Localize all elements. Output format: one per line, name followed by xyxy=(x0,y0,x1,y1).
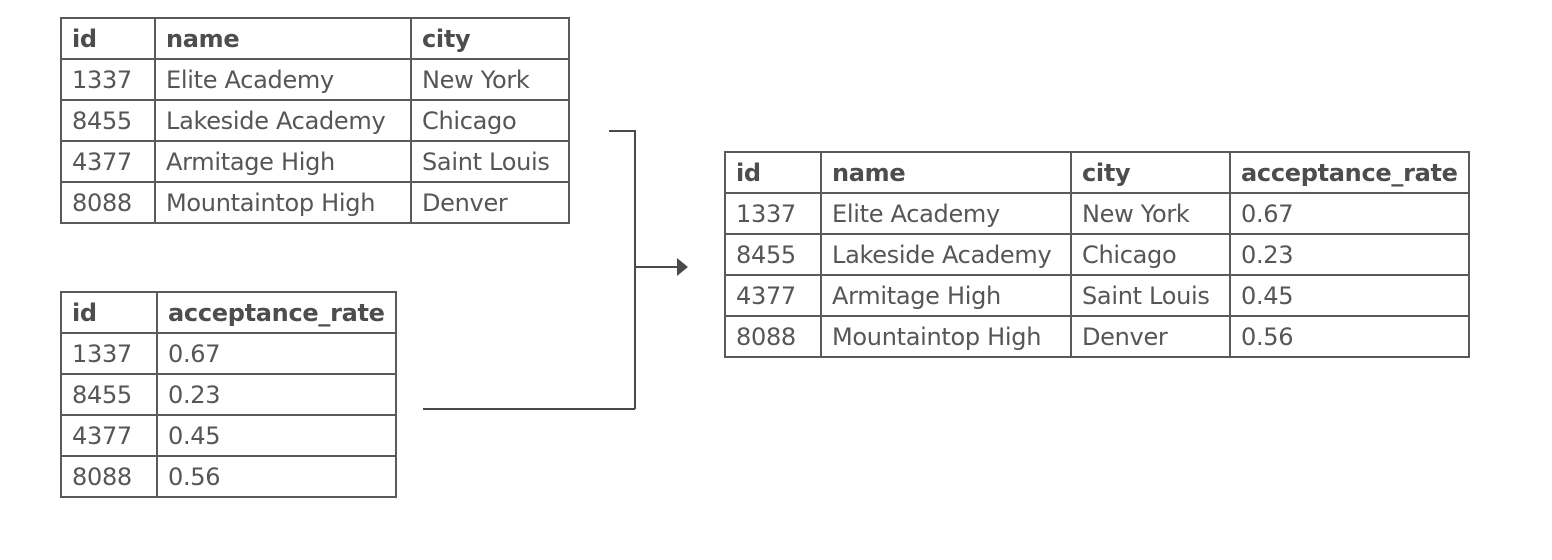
header-name: name xyxy=(154,17,412,60)
table-row: 4377 Armitage High Saint Louis xyxy=(60,140,570,183)
cell-name: Elite Academy xyxy=(154,58,412,101)
cell-id: 4377 xyxy=(60,414,158,457)
cell-name: Lakeside Academy xyxy=(820,233,1072,276)
cell-name: Elite Academy xyxy=(820,192,1072,235)
cell-city: Denver xyxy=(410,181,570,224)
cell-city: New York xyxy=(1070,192,1231,235)
cell-name: Mountaintop High xyxy=(820,315,1072,358)
table-row: 8088 0.56 xyxy=(60,455,397,498)
cell-acceptance-rate: 0.56 xyxy=(1229,315,1470,358)
table-row: 8088 Mountaintop High Denver xyxy=(60,181,570,224)
cell-id: 1337 xyxy=(60,58,156,101)
header-acceptance-rate: acceptance_rate xyxy=(156,291,397,334)
cell-acceptance-rate: 0.56 xyxy=(156,455,397,498)
table-row: 1337 Elite Academy New York 0.67 xyxy=(724,192,1470,235)
cell-city: Denver xyxy=(1070,315,1231,358)
header-id: id xyxy=(60,17,156,60)
header-id: id xyxy=(60,291,158,334)
cell-id: 8088 xyxy=(724,315,822,358)
header-city: city xyxy=(1070,151,1231,194)
header-city: city xyxy=(410,17,570,60)
cell-id: 1337 xyxy=(724,192,822,235)
cell-acceptance-rate: 0.67 xyxy=(156,332,397,375)
cell-id: 4377 xyxy=(724,274,822,317)
cell-city: Saint Louis xyxy=(410,140,570,183)
joined-table: id name city acceptance_rate 1337 Elite … xyxy=(724,151,1470,358)
table-row: 4377 Armitage High Saint Louis 0.45 xyxy=(724,274,1470,317)
table-row: 4377 0.45 xyxy=(60,414,397,457)
cell-acceptance-rate: 0.45 xyxy=(1229,274,1470,317)
connector-line-top xyxy=(609,130,636,409)
cell-name: Armitage High xyxy=(820,274,1072,317)
cell-id: 8088 xyxy=(60,181,156,224)
schools-table: id name city 1337 Elite Academy New York… xyxy=(60,17,570,224)
cell-acceptance-rate: 0.45 xyxy=(156,414,397,457)
arrow-right-icon xyxy=(677,258,688,276)
cell-id: 4377 xyxy=(60,140,156,183)
cell-name: Lakeside Academy xyxy=(154,99,412,142)
table-header-row: id name city acceptance_rate xyxy=(724,151,1470,194)
cell-name: Mountaintop High xyxy=(154,181,412,224)
cell-acceptance-rate: 0.67 xyxy=(1229,192,1470,235)
header-name: name xyxy=(820,151,1072,194)
cell-id: 8455 xyxy=(60,373,158,416)
cell-acceptance-rate: 0.23 xyxy=(1229,233,1470,276)
cell-name: Armitage High xyxy=(154,140,412,183)
cell-acceptance-rate: 0.23 xyxy=(156,373,397,416)
header-acceptance-rate: acceptance_rate xyxy=(1229,151,1470,194)
cell-city: New York xyxy=(410,58,570,101)
table-header-row: id name city xyxy=(60,17,570,60)
cell-city: Chicago xyxy=(410,99,570,142)
table-row: 1337 0.67 xyxy=(60,332,397,375)
cell-id: 8455 xyxy=(724,233,822,276)
cell-id: 8088 xyxy=(60,455,158,498)
cell-city: Saint Louis xyxy=(1070,274,1231,317)
cell-id: 8455 xyxy=(60,99,156,142)
acceptance-rates-table: id acceptance_rate 1337 0.67 8455 0.23 4… xyxy=(60,291,397,498)
table-row: 1337 Elite Academy New York xyxy=(60,58,570,101)
table-row: 8455 Lakeside Academy Chicago xyxy=(60,99,570,142)
cell-id: 1337 xyxy=(60,332,158,375)
table-header-row: id acceptance_rate xyxy=(60,291,397,334)
table-row: 8455 0.23 xyxy=(60,373,397,416)
table-row: 8455 Lakeside Academy Chicago 0.23 xyxy=(724,233,1470,276)
table-row: 8088 Mountaintop High Denver 0.56 xyxy=(724,315,1470,358)
cell-city: Chicago xyxy=(1070,233,1231,276)
header-id: id xyxy=(724,151,822,194)
